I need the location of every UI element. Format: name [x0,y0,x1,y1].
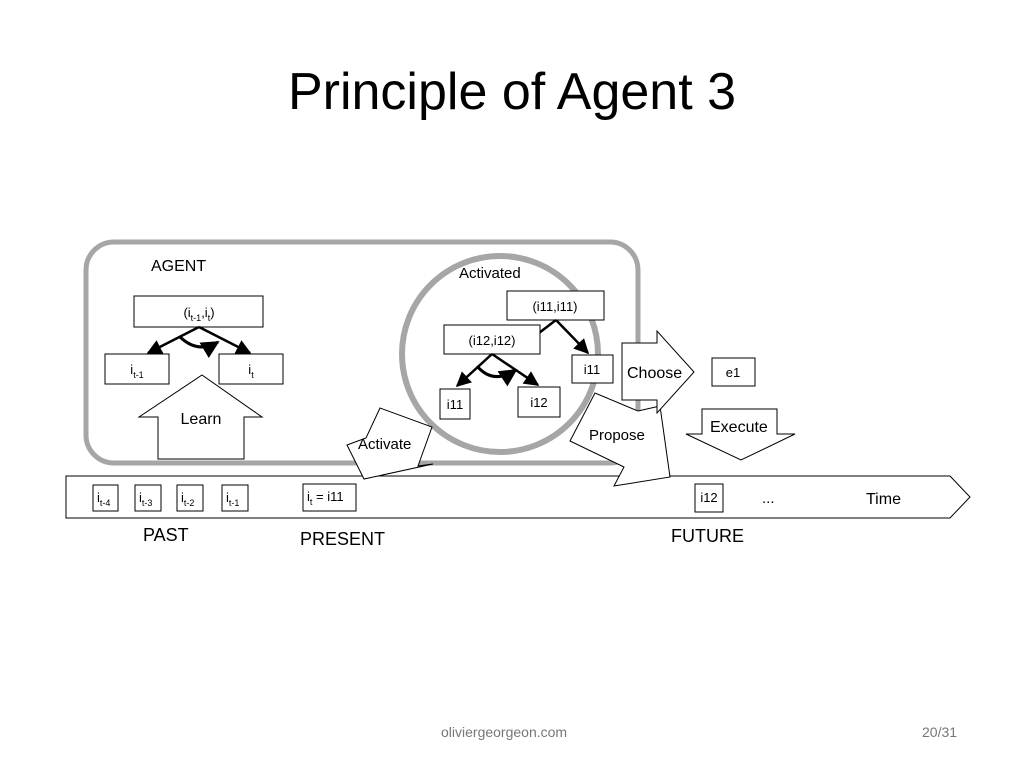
timeline-item-label: it-3 [139,490,152,508]
present-label: PRESENT [300,529,385,549]
timeline-time-label: Time [866,491,901,508]
activated-circle [399,253,601,455]
e1-label: e1 [726,365,740,380]
agent-label: AGENT [151,258,206,275]
activate-arrow [346,407,434,480]
timeline-present-item-label: it = i11 [307,489,344,507]
activated-pair-a-box [506,290,605,321]
slide-title: Principle of Agent 3 [287,63,737,121]
activated-a-right-leaf-box [571,354,614,384]
choose-arrow [621,329,695,415]
activated-pair-b-box [443,324,541,355]
learn-label: Learn [181,411,222,428]
activated-label: Activated [459,265,521,282]
execute-arrow [685,408,796,461]
execute-label: Execute [710,419,768,436]
activated-b-left-edge [455,353,493,388]
timeline-present-box [302,483,357,512]
learn-arrow [137,374,264,460]
agent-left-leaf-box [104,353,170,385]
propose-label: Propose [589,427,645,444]
timeline-item-label: it-4 [97,490,110,508]
activated-a-right-leaf-label: i11 [584,362,600,377]
timeline-ellipsis: ... [762,490,775,507]
e1-box [711,357,756,387]
activated-b-left-leaf-label: i11 [447,397,463,412]
agent-right-leaf-box [218,353,284,385]
activated-a-right-edge [555,319,590,355]
footer-site: oliviergeorgeon.com [441,724,568,740]
agent-right-leaf-label: it [248,362,254,380]
agent-pair-label: (it-1,it) [183,305,214,323]
activated-b-right-leaf-label: i12 [530,395,547,410]
timeline-future-box [694,483,724,513]
future-label: FUTURE [671,526,744,546]
activated-a-left-edge [538,319,557,334]
activated-sequence-curve [475,364,518,387]
activated-pair-a-label: (i11,i11) [532,299,577,314]
timeline-item-label: it-2 [181,490,194,508]
propose-arrow [569,392,671,487]
activated-pair-b-label: (i12,i12) [469,333,516,348]
past-label: PAST [143,525,189,545]
timeline-arrow [65,475,971,519]
activated-b-left-leaf-box [439,388,471,420]
activate-label: Activate [358,436,411,453]
choose-label: Choose [627,365,682,382]
agent-left-leaf-label: it-1 [130,362,143,380]
timeline-item-box [221,484,249,512]
timeline-item-box [176,484,204,512]
agent-pair-box [133,295,264,328]
timeline-future-item-label: i12 [700,490,717,505]
activated-b-right-leaf-box [517,386,561,418]
agent-sequence-curve [178,335,220,359]
timeline-item-label: it-1 [226,490,239,508]
page-number: 20/31 [922,724,958,740]
timeline-item-box [92,484,119,512]
agent-tree-right-edge [198,325,252,355]
timeline-item-box [134,484,162,512]
agent-tree-left-edge [146,325,200,355]
